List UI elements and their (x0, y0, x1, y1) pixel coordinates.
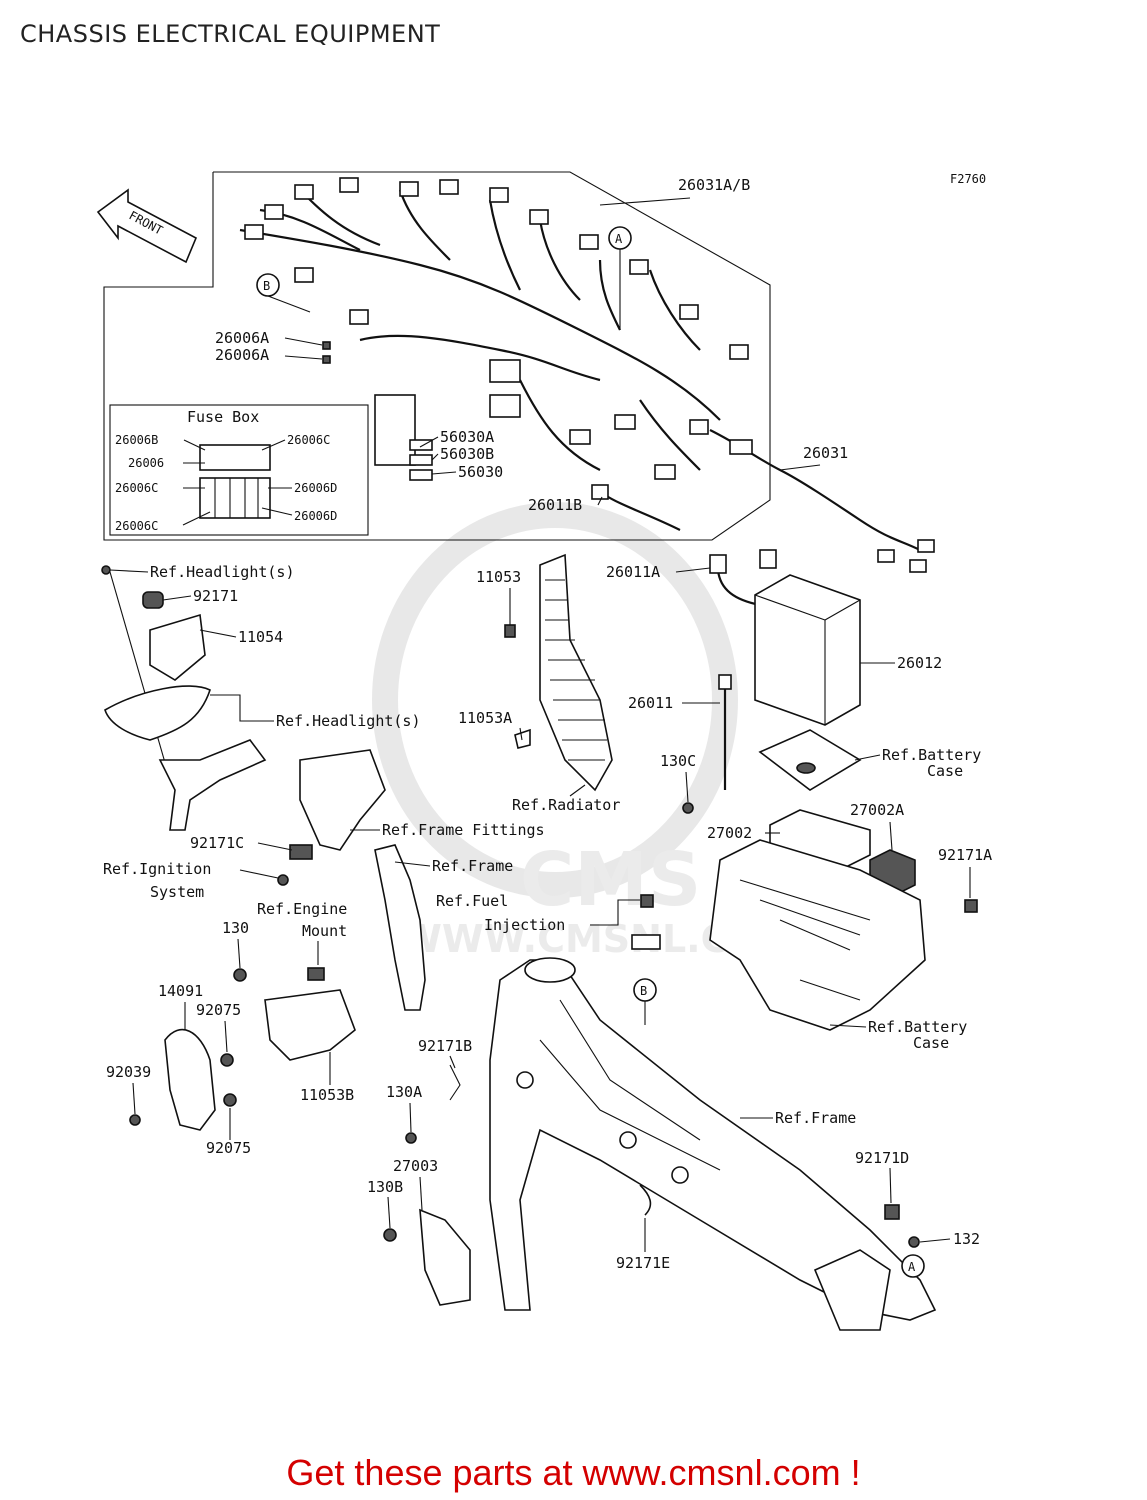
battery-case-tray (758, 729, 862, 791)
frame-fittings (277, 749, 386, 886)
callout-11054: 11054 (238, 628, 283, 646)
callout-26011: 26011 (628, 694, 673, 712)
callout-130: 130 (222, 919, 249, 937)
fuse-box-label-7: 26006D (294, 509, 337, 523)
callout-26011A: 26011A (606, 563, 660, 581)
svg-text:A: A (908, 1260, 916, 1274)
battery-case-housing (709, 839, 978, 1031)
watermark-logo-text: CMS (520, 837, 701, 923)
marker-a-top: A (608, 226, 632, 330)
fuse-box-label-2: 26006C (287, 433, 330, 447)
callout-ref-headlights-1: Ref.Headlight(s) (150, 563, 295, 581)
svg-text:B: B (640, 984, 647, 998)
callout-ref-fuel-injection-b: Injection (484, 916, 565, 934)
svg-text:A: A (615, 232, 623, 246)
callout-ref-headlights-2: Ref.Headlight(s) (276, 712, 421, 730)
callout-14091: 14091 (158, 982, 203, 1000)
callout-ref-battery-case-2a: Ref.Battery (868, 1018, 967, 1036)
fuse-box: Fuse Box 26006B 26006C 26006 26006C 2600… (109, 404, 369, 536)
lead-26011B (591, 484, 681, 531)
callout-92171D: 92171D (855, 1149, 909, 1167)
callout-56030: 56030 (458, 463, 503, 481)
callout-26006A-1: 26006A (215, 329, 269, 347)
callout-92171A: 92171A (938, 846, 992, 864)
front-direction-arrow: FRONT (96, 188, 198, 264)
frame-plate (374, 844, 426, 1011)
radiator-screen (539, 553, 613, 792)
callout-26011B: 26011B (528, 496, 582, 514)
callout-ref-frame-fittings: Ref.Frame Fittings (382, 821, 545, 839)
callout-92171C: 92171C (190, 834, 244, 852)
callout-11053A: 11053A (458, 709, 512, 727)
fuse-box-title: Fuse Box (187, 408, 259, 426)
marker-b-mid: B (633, 978, 657, 1025)
callout-130B: 130B (367, 1178, 403, 1196)
callout-92039: 92039 (106, 1063, 151, 1081)
callout-132: 132 (953, 1230, 980, 1248)
fuse-box-label-5: 26006D (294, 481, 337, 495)
callout-11053: 11053 (476, 568, 521, 586)
page-title: CHASSIS ELECTRICAL EQUIPMENT (20, 20, 441, 48)
callout-27002A: 27002A (850, 801, 904, 819)
horn-mount-bracket (129, 967, 356, 1131)
marker-a-bottom: A (901, 1254, 925, 1278)
callout-27003: 27003 (393, 1157, 438, 1175)
figure-code: F2760 (950, 172, 986, 186)
lead-26011A (709, 549, 777, 607)
callout-92075-2: 92075 (206, 1139, 251, 1157)
callouts: 26031A/B 26006A 26006A 56030A 56030B 560… (101, 176, 992, 1272)
callout-26006A-2: 26006A (215, 346, 269, 364)
main-wiring-harness (239, 177, 749, 481)
callout-11053B: 11053B (300, 1086, 354, 1104)
callout-92171E: 92171E (616, 1254, 670, 1272)
fuse-box-label-6: 26006C (115, 519, 158, 533)
fuse-box-label-4: 26006C (115, 481, 158, 495)
harness-outline (103, 171, 771, 541)
callout-130A: 130A (386, 1083, 422, 1101)
fuse-box-label-1: 26006B (115, 433, 158, 447)
callout-ref-fuel-injection-a: Ref.Fuel (436, 892, 508, 910)
battery-lead-26011 (718, 674, 732, 790)
callout-26012: 26012 (897, 654, 942, 672)
callout-56030A: 56030A (440, 428, 494, 446)
callout-ref-battery-case-2b: Case (913, 1034, 949, 1052)
callout-56030B: 56030B (440, 445, 494, 463)
callout-92171: 92171 (193, 587, 238, 605)
callout-130C: 130C (660, 752, 696, 770)
callout-92075-1: 92075 (196, 1001, 241, 1019)
callout-26031: 26031 (803, 444, 848, 462)
callout-ref-ignition-a: Ref.Ignition (103, 860, 211, 878)
footer-promo-link[interactable]: Get these parts at www.cmsnl.com ! (286, 1452, 861, 1493)
callout-ref-ignition-b: System (150, 883, 204, 901)
marker-b-left: B (256, 273, 311, 313)
callout-ref-battery-case-1a: Ref.Battery (882, 746, 981, 764)
callout-27002: 27002 (707, 824, 752, 842)
callout-ref-battery-case-1b: Case (927, 762, 963, 780)
callout-ref-frame-1: Ref.Frame (432, 857, 513, 875)
callout-ref-engine-mount-a: Ref.Engine (257, 900, 347, 918)
main-lead-harness (709, 429, 935, 573)
main-frame (489, 957, 937, 1331)
headlight-bracket (104, 571, 267, 831)
callout-26031A-B: 26031A/B (678, 176, 750, 194)
callout-ref-radiator: Ref.Radiator (512, 796, 620, 814)
callout-92171B: 92171B (418, 1037, 472, 1055)
misc-fasteners (383, 624, 920, 1306)
fuse-box-label-3: 26006 (128, 456, 164, 470)
callout-ref-engine-mount-b: Mount (302, 922, 347, 940)
battery (754, 574, 861, 726)
svg-text:B: B (263, 279, 270, 293)
callout-ref-frame-2: Ref.Frame (775, 1109, 856, 1127)
